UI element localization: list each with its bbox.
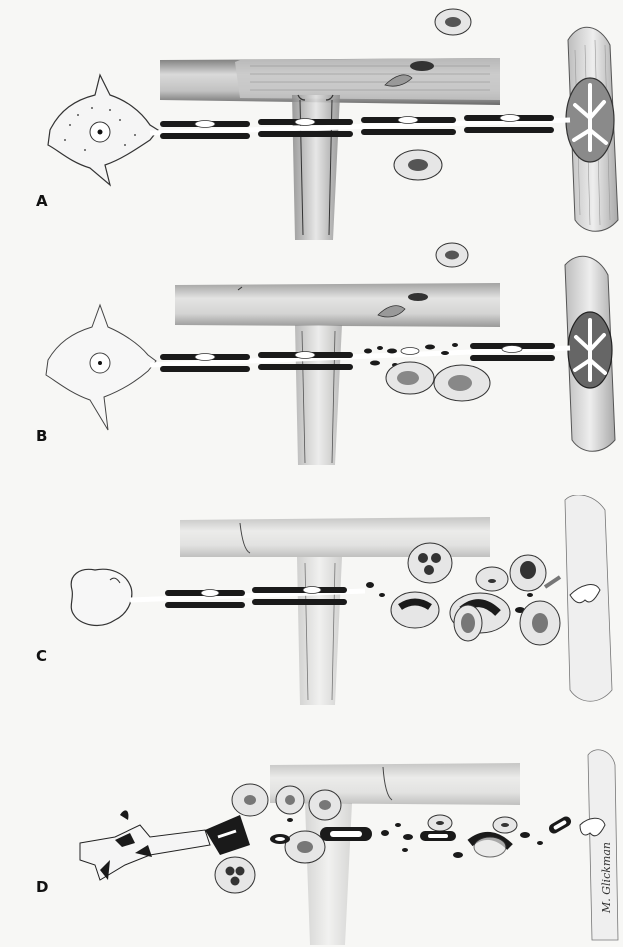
macrophage (215, 857, 255, 893)
panel-a: A (0, 0, 623, 240)
panel-label-c: C (36, 647, 47, 665)
panel-label-d: D (36, 878, 48, 896)
neuron-cell-body (71, 569, 132, 625)
panel-a-illustration (0, 0, 623, 240)
panel-b: B (0, 235, 623, 465)
blood-vessel-vertical (292, 95, 340, 240)
artist-signature: M. Glickman (600, 842, 613, 913)
panel-c: C (0, 495, 623, 710)
panel-d-illustration (0, 745, 623, 947)
panel-label-a: A (36, 192, 48, 210)
panel-c-illustration (0, 495, 623, 710)
panel-label-b: B (36, 427, 47, 445)
blood-vessel-vertical (297, 557, 342, 705)
panel-d: D M. Glickman (0, 745, 623, 947)
macrophage (391, 592, 439, 628)
blood-vessel-horizontal (270, 763, 520, 805)
panel-b-illustration (0, 235, 623, 465)
macrophage (408, 543, 452, 583)
blood-vessel-vertical (305, 803, 352, 945)
blood-vessel-horizontal (175, 283, 500, 327)
